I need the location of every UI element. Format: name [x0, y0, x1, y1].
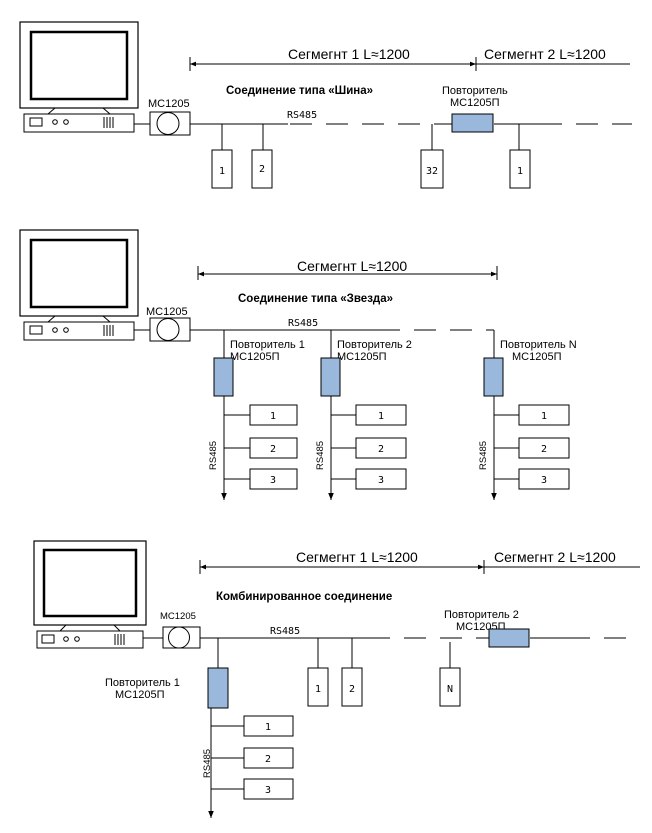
svg-text:1: 1: [315, 684, 321, 695]
repeater-model: MC1205П: [512, 351, 562, 363]
converter-icon: [149, 111, 191, 136]
diagram-title: Комбинированное соединение: [216, 591, 392, 603]
repeater-box: [488, 628, 530, 648]
rs485-vertical-label: RS485: [478, 441, 489, 470]
segment2-label: Сегмегнт 2 L≈1200: [494, 549, 616, 565]
converter-icon: [162, 626, 201, 649]
svg-text:2: 2: [541, 444, 547, 455]
converter-label: MC1205: [148, 98, 190, 110]
repeater-label: Повторитель 1: [105, 677, 180, 689]
svg-text:3: 3: [378, 475, 384, 486]
repeater-model: MC1205П: [115, 689, 165, 701]
svg-text:N: N: [447, 684, 453, 695]
computer-icon: [19, 229, 139, 341]
converter-icon: [149, 317, 191, 342]
svg-text:1: 1: [378, 411, 384, 422]
bus-device: N: [439, 667, 461, 707]
repeater-box: [451, 113, 494, 133]
bus-device: 1: [211, 149, 233, 189]
star-device: 2: [355, 437, 407, 459]
bus-device: 2: [341, 667, 363, 707]
repeater-label: Повторитель N: [500, 339, 577, 351]
repeater-label: Повторитель 1: [230, 339, 305, 351]
converter-label: MC1205: [146, 306, 188, 318]
svg-text:1: 1: [219, 166, 225, 177]
svg-text:2: 2: [270, 444, 276, 455]
repeater-box: [213, 357, 234, 397]
bus-device: 1: [509, 149, 531, 189]
rs485-label: RS485: [288, 318, 318, 329]
repeater-model: MC1205П: [450, 97, 500, 109]
rs485-vertical-label: RS485: [208, 441, 219, 470]
svg-text:1: 1: [265, 722, 271, 733]
bus-device: 2: [251, 149, 273, 189]
bus-device: 32: [420, 149, 444, 189]
star-branch: Повторитель N MC1205П RS485 1 2 3: [478, 330, 577, 500]
repeater-box: [483, 357, 504, 397]
diagram-title: Соединение типа «Звезда»: [238, 293, 393, 305]
star-branch: Повторитель 2 MC1205П RS485 1 2 3: [315, 330, 412, 500]
star-device: 3: [249, 468, 298, 490]
bus-device: 1: [307, 667, 329, 707]
rs485-label: RS485: [270, 626, 300, 637]
star-device: 2: [243, 747, 294, 769]
repeater-model: MC1205П: [337, 351, 387, 363]
svg-text:2: 2: [349, 684, 355, 695]
combined-branch: Повторитель 1 MC1205П RS485 1 2 3: [105, 638, 294, 818]
segment-label: Сегмегнт L≈1200: [297, 258, 407, 274]
star-device: 2: [249, 437, 298, 459]
computer-icon: [19, 21, 139, 133]
repeater-model: MC1205П: [230, 351, 280, 363]
repeater-box: [320, 357, 341, 397]
svg-text:3: 3: [265, 785, 271, 796]
star-branch: Повторитель 1 MC1205П RS485 1 2 3: [208, 330, 305, 500]
svg-text:3: 3: [270, 475, 276, 486]
repeater-label: Повторитель 2: [444, 609, 519, 621]
star-device: 1: [355, 404, 407, 426]
rs485-label: RS485: [287, 110, 317, 121]
rs485-vertical-label: RS485: [315, 441, 326, 470]
repeater-label: Повторитель: [442, 85, 508, 97]
svg-text:3: 3: [541, 475, 547, 486]
star-device: 1: [243, 715, 294, 737]
repeater-box: [207, 667, 229, 709]
converter-label: MC1205: [160, 611, 196, 622]
computer-icon: [33, 540, 147, 649]
svg-text:1: 1: [270, 411, 276, 422]
star-device: 2: [518, 437, 570, 459]
segment1-label: Сегмегнт 1 L≈1200: [296, 549, 418, 565]
svg-text:2: 2: [265, 754, 271, 765]
star-device: 3: [355, 468, 407, 490]
repeater-label: Повторитель 2: [337, 339, 412, 351]
star-diagram: MC1205 RS485 Сегмегнт L≈1200 Соединение …: [19, 229, 577, 500]
combined-diagram: MC1205 RS485 Сегмегнт 1 L≈1200 Сегмегнт …: [33, 540, 640, 818]
svg-text:1: 1: [517, 166, 523, 177]
star-device: 1: [518, 404, 570, 426]
segment2-label: Сегмегнт 2 L≈1200: [484, 46, 606, 62]
star-device: 3: [243, 778, 294, 800]
rs485-vertical-label: RS485: [202, 749, 213, 778]
star-device: 3: [518, 468, 570, 490]
star-device: 1: [249, 404, 298, 426]
svg-text:32: 32: [426, 166, 438, 177]
svg-text:1: 1: [541, 411, 547, 422]
svg-text:2: 2: [378, 444, 384, 455]
diagram-title: Соединение типа «Шина»: [226, 85, 373, 97]
bus-diagram: MC1205 RS485 Сегмегнт 1 L≈1200 Сегмегнт …: [19, 21, 632, 189]
segment1-label: Сегмегнт 1 L≈1200: [288, 46, 410, 62]
svg-text:2: 2: [259, 164, 265, 175]
